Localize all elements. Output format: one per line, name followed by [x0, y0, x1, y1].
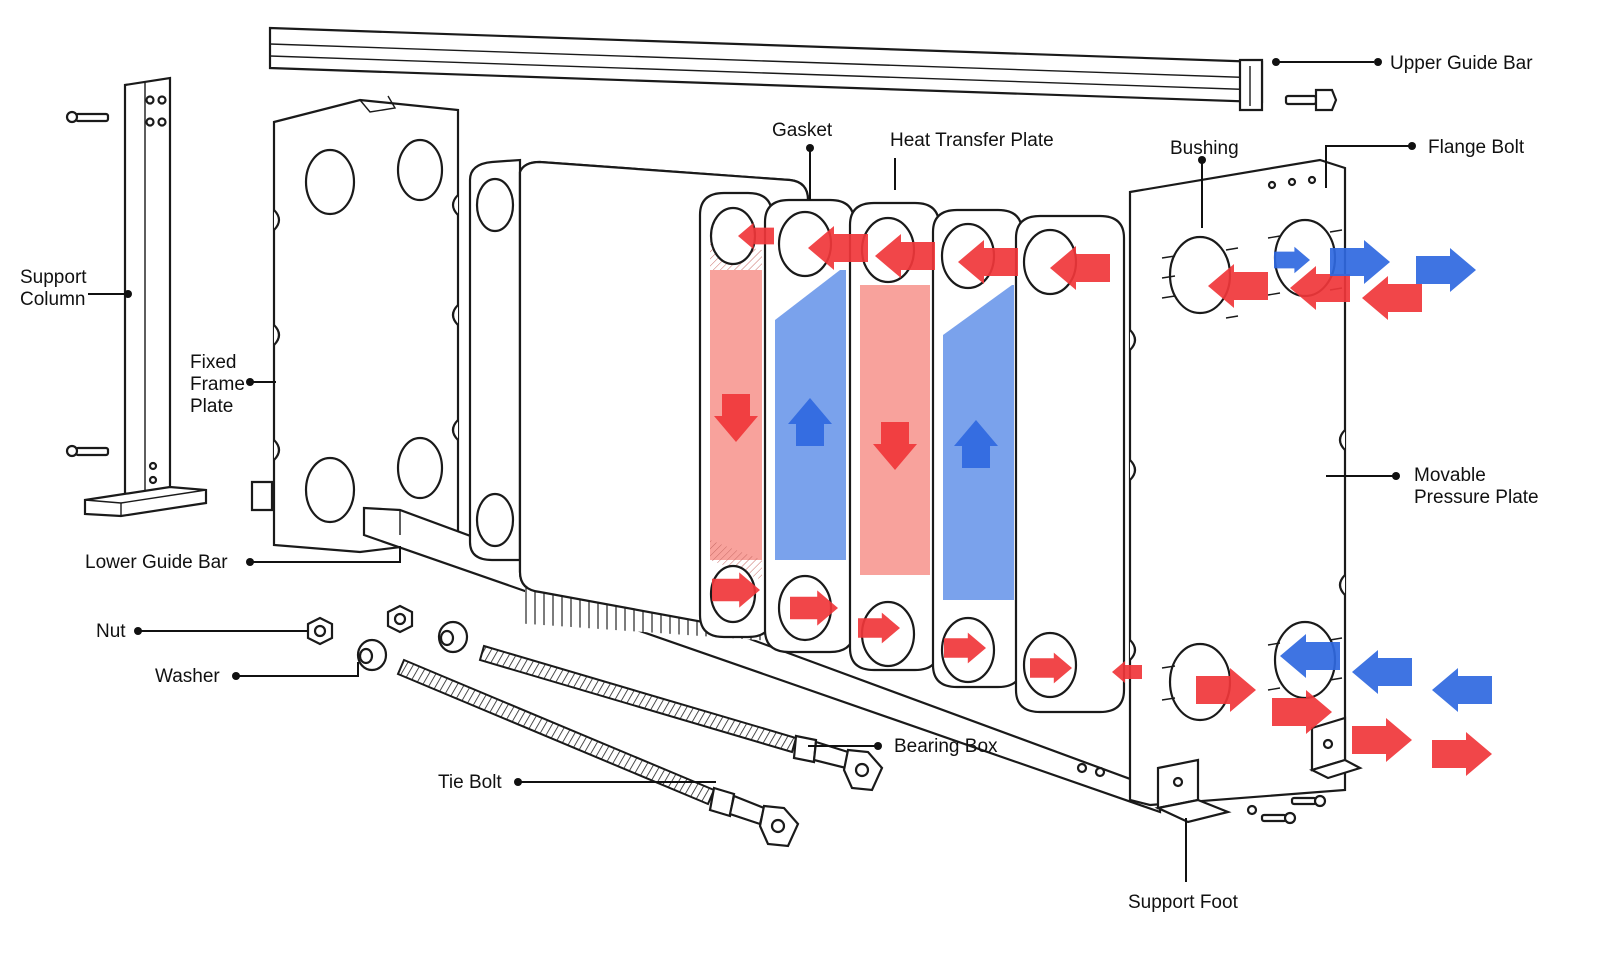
label-tie-bolt: Tie Bolt — [438, 772, 502, 793]
hot-flow-arrow — [714, 394, 758, 442]
hot-flow-arrow — [1352, 718, 1412, 762]
label-heat-transfer-plate: Heat Transfer Plate — [890, 130, 1054, 151]
label-movable-pressure-plate-line1: Movable — [1414, 465, 1486, 486]
hot-flow-arrow — [1290, 266, 1350, 310]
label-support-foot: Support Foot — [1128, 892, 1239, 913]
label-flange-bolt: Flange Bolt — [1428, 137, 1525, 158]
callout-labels: Upper Guide Bar Gasket Heat Transfer Pla… — [20, 53, 1539, 913]
label-support-column-line1: Support — [20, 267, 87, 288]
fixed-frame-plate — [272, 95, 460, 554]
hot-flow-arrow — [1050, 246, 1110, 290]
hot-flow-arrow — [1362, 276, 1422, 320]
hot-flow-arrow — [944, 632, 986, 664]
label-fixed-frame-plate-line1: Fixed — [190, 352, 236, 373]
support-column-bolts — [65, 110, 110, 458]
leader-lines — [88, 58, 1416, 882]
cold-flow-arrow — [1330, 240, 1390, 284]
hot-flow-arrow — [712, 572, 760, 608]
tie-bolt-upper — [478, 644, 884, 792]
support-foot — [1154, 716, 1363, 824]
cold-flow-arrow — [1416, 248, 1476, 292]
hot-flow-arrow — [790, 590, 838, 626]
cold-flow-arrow — [1274, 246, 1310, 274]
label-fixed-frame-plate-line2: Frame — [190, 374, 245, 395]
hot-flow-arrow — [873, 422, 917, 470]
label-support-column-line2: Column — [20, 289, 85, 310]
hot-flow-arrow — [1272, 690, 1332, 734]
hot-flow-arrow — [1196, 668, 1256, 712]
nut — [306, 604, 414, 646]
cold-flow-arrow — [954, 420, 998, 468]
hot-flow-arrow — [875, 234, 935, 278]
upper-guide-bar — [268, 26, 1264, 112]
label-nut: Nut — [96, 621, 126, 642]
support-column — [83, 76, 208, 518]
label-washer: Washer — [155, 666, 220, 687]
hot-flow-arrow — [1432, 732, 1492, 776]
hot-flow-arrow — [1112, 661, 1142, 683]
label-movable-pressure-plate-line2: Pressure Plate — [1414, 487, 1539, 508]
hot-flow-arrow — [808, 226, 868, 270]
label-fixed-frame-plate-line3: Plate — [190, 396, 233, 417]
hot-flow-arrow — [958, 240, 1018, 284]
foot-bolts — [1076, 762, 1327, 825]
label-upper-guide-bar: Upper Guide Bar — [1390, 53, 1533, 74]
hot-flow-arrow — [1208, 264, 1268, 308]
movable-pressure-plate — [1128, 158, 1347, 807]
label-lower-guide-bar: Lower Guide Bar — [85, 552, 228, 573]
hot-flow-arrow — [738, 222, 774, 250]
cold-flow-arrow — [788, 398, 832, 446]
cold-flow-arrow — [1432, 668, 1492, 712]
cold-flow-arrow — [1280, 634, 1340, 678]
heat-transfer-plate-5 — [1014, 214, 1126, 714]
cold-flow-arrow — [1352, 650, 1412, 694]
tie-bolt-lower — [396, 658, 800, 848]
washer — [356, 620, 469, 672]
label-bearing-box: Bearing Box — [894, 736, 998, 757]
flange-bolt-upper — [1284, 88, 1338, 112]
flow-arrows — [712, 222, 1492, 776]
label-gasket: Gasket — [772, 120, 833, 141]
hot-flow-arrow — [1030, 652, 1072, 684]
label-bushing: Bushing — [1170, 138, 1239, 159]
hot-flow-arrow — [858, 612, 900, 644]
